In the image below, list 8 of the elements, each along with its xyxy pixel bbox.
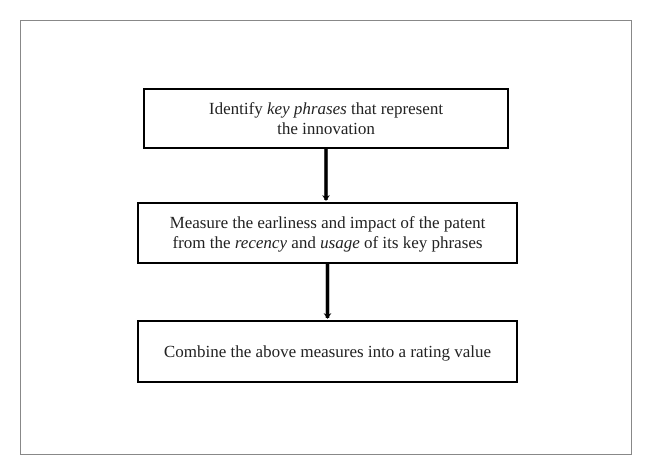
arrow	[324, 264, 332, 319]
process-box	[137, 320, 518, 383]
step-text: Combine the above measures into a rating value	[164, 342, 492, 362]
arrow	[322, 149, 330, 201]
process-box	[137, 202, 518, 264]
step-text: Identify key phrases that represent the innovation	[208, 98, 444, 138]
process-box	[143, 88, 509, 149]
step-text: Measure the earliness and impact of the patent from the recency and usage of its key phrases	[168, 213, 486, 253]
